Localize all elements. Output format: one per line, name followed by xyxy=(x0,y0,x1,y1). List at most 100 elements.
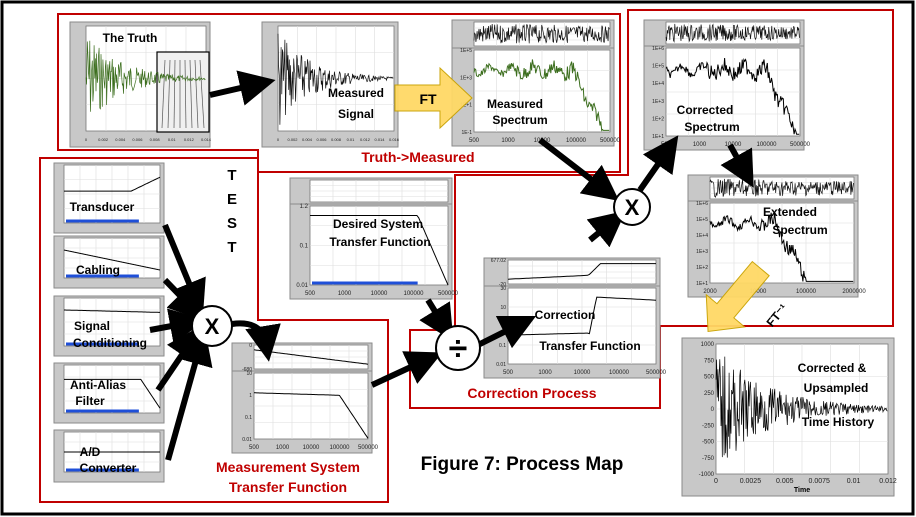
mstf-label-line1: Measurement System xyxy=(216,459,360,475)
mstf-curve xyxy=(254,392,369,439)
ft-arrow xyxy=(394,66,473,130)
anti-alias-label-2: Filter xyxy=(75,394,105,408)
measured-spectrum-x-tick: 500 xyxy=(469,138,480,144)
final-x-tick: 0.012 xyxy=(879,478,897,485)
measured-x-tick: 0.014 xyxy=(374,137,385,142)
correction-process-region xyxy=(409,9,894,409)
final-x-tick: 0.005 xyxy=(776,478,794,485)
final-panel xyxy=(681,337,895,497)
extended-spectrum-y-tick: 1E+2 xyxy=(696,265,708,271)
mstf-label-line2: Transfer Function xyxy=(229,479,347,495)
desired-tf-label-2: Transfer Function xyxy=(329,235,430,249)
measured-spectrum-y-tick: 1E-1 xyxy=(461,130,472,136)
corrected-spectrum-x-tick: 1000 xyxy=(693,142,707,148)
truth-x-tick: 0.002 xyxy=(98,137,109,142)
desired-y-tick: 0.01 xyxy=(296,283,308,289)
truth-x-tick: 0.014 xyxy=(201,137,212,142)
correction-top-y-tick: 677.02 xyxy=(491,258,507,264)
final-y-tick: 750 xyxy=(704,358,715,364)
desired-y-tick: 0.1 xyxy=(300,244,309,250)
anti-alias-panel xyxy=(53,362,165,424)
final-y-tick: 0 xyxy=(711,407,715,413)
corrected-spectrum-y-tick: 1E+2 xyxy=(652,116,664,122)
ft-inverse-arrow xyxy=(705,260,770,333)
transducer-panel-curve xyxy=(64,176,161,192)
measured-spectrum-x-tick: 500000 xyxy=(600,138,621,144)
extended-spectrum-label-2: Spectrum xyxy=(772,223,827,237)
desired-tf-label-1: Desired System xyxy=(333,217,423,231)
measured-x-tick: 0.01 xyxy=(347,137,356,142)
measured-signal-label-1: Measured xyxy=(328,86,384,100)
signal-conditioning-label-1: Signal xyxy=(74,319,110,333)
transducer-label: Transducer xyxy=(70,200,135,214)
measured-x-tick: 0.004 xyxy=(302,137,313,142)
correction-y-tick: 0.01 xyxy=(496,362,506,368)
correction-top-y-tick: -20 xyxy=(499,282,506,288)
extended-spectrum-y-tick: 1E+1 xyxy=(696,281,708,287)
arrow-corrected-to-extended xyxy=(720,143,754,188)
multiply-symbol-correction: X xyxy=(625,195,640,220)
final-y-tick: -750 xyxy=(702,456,715,462)
correction-tf-top xyxy=(483,257,661,287)
final-y-tick: 1000 xyxy=(701,342,715,348)
corrected-upsampled-label-2: Upsampled xyxy=(804,381,869,395)
measured-spectrum-label-2: Spectrum xyxy=(492,113,547,127)
corrected-spectrum-y-tick: 1E+6 xyxy=(652,46,664,52)
truth-x-tick: 0.008 xyxy=(150,137,161,142)
correction-tf-label-1: Correction xyxy=(535,308,596,322)
corrected-spectrum-y-tick: 1E+3 xyxy=(652,99,664,105)
corrected-upsampled-label-1: Corrected & xyxy=(798,361,867,375)
correction-x-tick: 500 xyxy=(503,370,514,376)
divide-symbol: ÷ xyxy=(449,330,468,368)
extended-spectrum-trace xyxy=(709,212,854,282)
measured-spectrum-panel xyxy=(451,47,615,147)
mstf-y-tick: 10 xyxy=(246,371,252,377)
measured-spectrum-trace xyxy=(473,59,610,132)
final-y-tick: -250 xyxy=(702,423,715,429)
measured-spectrum-label-1: Measured xyxy=(487,97,543,111)
final-x-label: Time xyxy=(794,487,810,494)
extended-spectrum-x-tick: 2000000 xyxy=(842,289,866,295)
cabling-panel-curve xyxy=(63,249,161,271)
final-y-tick: 500 xyxy=(704,375,715,381)
corrected-spectrum-x-tick: 500 xyxy=(661,142,672,148)
measured-spectrum-y-tick: 1E+3 xyxy=(460,75,472,81)
extended-spectrum-y-tick: 1E+3 xyxy=(696,249,708,255)
signal-conditioning-label-2: Conditioning xyxy=(73,336,147,350)
desired-x-tick: 500 xyxy=(305,291,316,297)
mstf-y-tick: 1 xyxy=(249,393,252,399)
arrow-correction-to-multiply xyxy=(586,210,626,248)
corrected-spectrum-y-tick: 1E+4 xyxy=(652,81,664,87)
corrected-spectrum-x-tick: 500000 xyxy=(790,142,811,148)
measured-x-tick: 0.016 xyxy=(389,137,400,142)
correction-x-tick: 10000 xyxy=(574,370,591,376)
measured-x-tick: 0 xyxy=(277,137,280,142)
test-region xyxy=(39,157,389,503)
mstf-x-tick: 100000 xyxy=(329,445,350,451)
measured-x-tick: 0.006 xyxy=(316,137,327,142)
mstf-x-tick: 500 xyxy=(249,445,260,451)
anti-alias-panel-curve xyxy=(64,378,161,409)
measured-signal-trace xyxy=(277,33,394,125)
final-x-tick: 0.0025 xyxy=(740,478,762,485)
arrow-multiply-to-corrected xyxy=(637,135,679,192)
extended-spectrum-label-1: Extended xyxy=(763,205,817,219)
final-y-tick: 250 xyxy=(704,391,715,397)
final-trace xyxy=(715,356,888,458)
ft-label: FT xyxy=(419,91,437,107)
measured-spectrum-top xyxy=(451,19,615,49)
mstf-panel xyxy=(231,370,373,454)
extended-spectrum-y-tick: 1E+5 xyxy=(696,217,708,223)
measured-x-tick: 0.012 xyxy=(360,137,371,142)
extended-spectrum-x-tick: 100000 xyxy=(796,289,817,295)
arrow-mstf-to-divide xyxy=(370,351,443,388)
test-photo-detail xyxy=(173,59,176,129)
measured-spectrum-top-trace xyxy=(473,23,610,44)
test-photo-detail xyxy=(161,59,166,129)
desired-x-tick: 1000 xyxy=(338,291,352,297)
the-truth-label: The Truth xyxy=(103,31,158,45)
final-x-tick: 0.01 xyxy=(847,478,861,485)
test-photo-detail xyxy=(167,59,171,129)
